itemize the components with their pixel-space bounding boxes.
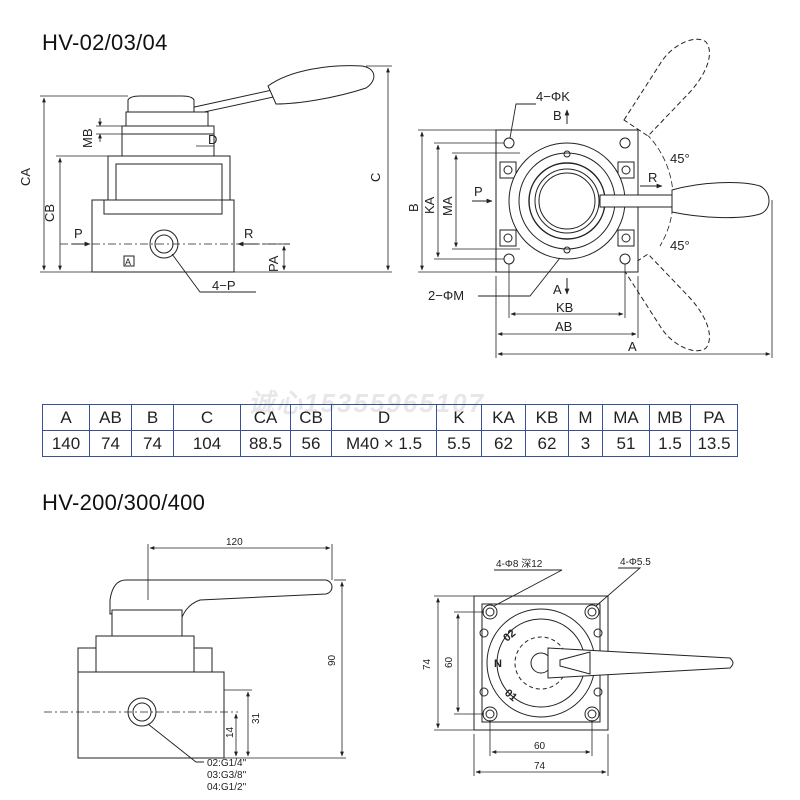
hole-callout: 4−ΦK [536,89,570,104]
header-D: D [331,404,437,431]
port-P-label-plan: P [474,184,483,199]
header-KB: KB [525,404,569,431]
top-plan-view-labels: 4−ΦK B 45° 45° P R B KA MA 2−ΦM A KB AB … [406,89,690,354]
spec-table-header-row: A AB B C CA CB D K KA KB M MA MB PA [42,404,738,431]
port-A-mark: A [125,257,131,267]
header-C: C [173,404,241,431]
dim-CA: CA [18,168,33,186]
bottom-plan-view [434,567,734,776]
header-MA: MA [602,404,650,431]
thread-callout: 2−ΦM [428,288,464,303]
spec-table: A AB B C CA CB D K KA KB M MA MB PA 140 … [42,404,738,457]
bottom-section-title: HV-200/300/400 [42,490,206,515]
header-MB: MB [649,404,691,431]
value-C: 104 [173,430,241,457]
dim-PA: PA [266,255,281,272]
port-B-label-top: B [553,108,562,123]
value-CB: 56 [290,430,332,457]
dim-14: 14 [225,726,236,738]
bottom-side-view-labels: 120 90 31 14 02:G1/4" 03:G3/8" 04:G1/2" [207,537,338,793]
dim-A: A [628,339,637,354]
header-CB: CB [290,404,332,431]
top-side-view-labels: CA CB MB D C P R PA A 4−P [18,129,383,294]
dim-KA: KA [422,196,437,214]
dim-60-vertical: 60 [444,656,455,668]
value-K: 5.5 [436,430,482,457]
hole-callout-left: 4-Φ8 深12 [496,558,543,570]
value-D: M40 × 1.5 [331,430,437,457]
port-P-label: P [74,226,83,241]
port-size-03: 03:G3/8" [207,770,247,781]
top-side-view [40,65,392,293]
dim-60-horizontal: 60 [534,741,546,752]
header-CA: CA [240,404,291,431]
port-callout: 4−P [212,278,236,293]
hole-callout-right: 4-Φ5.5 [620,557,651,568]
header-KA: KA [481,404,526,431]
header-PA: PA [690,404,738,431]
port-A-label-bottom: A [553,282,562,297]
value-KB: 62 [525,430,569,457]
dim-B: B [406,203,421,212]
value-A: 140 [42,430,90,457]
angle-top-label: 45° [670,151,690,166]
header-AB: AB [89,404,132,431]
dim-74-vertical: 74 [422,658,433,670]
value-MB: 1.5 [649,430,691,457]
bottom-side-view [44,544,346,763]
dim-74-horizontal: 74 [534,761,546,772]
header-B: B [131,404,174,431]
dim-AB: AB [555,319,572,334]
header-M: M [568,404,603,431]
dim-D: D [208,132,217,147]
value-M: 3 [568,430,603,457]
header-A: A [42,404,90,431]
top-plan-view [418,38,773,358]
port-size-02: 02:G1/4" [207,758,247,769]
dim-KB: KB [556,300,573,315]
top-section-title: HV-02/03/04 [42,30,168,55]
port-R-label-plan: R [648,170,657,185]
value-CA: 88.5 [240,430,291,457]
angle-bottom-label: 45° [670,238,690,253]
value-KA: 62 [481,430,526,457]
value-B: 74 [131,430,174,457]
dim-width-120: 120 [226,537,243,548]
dim-CB: CB [42,204,57,222]
dim-MA: MA [440,196,455,216]
value-AB: 74 [89,430,132,457]
dim-C: C [368,173,383,182]
value-PA: 13.5 [690,430,738,457]
port-size-04: 04:G1/2" [207,782,247,793]
value-MA: 51 [602,430,650,457]
dim-height-90: 90 [327,654,338,666]
spec-table-value-row: 140 74 74 104 88.5 56 M40 × 1.5 5.5 62 6… [42,430,738,457]
header-K: K [436,404,482,431]
mark-N: N [494,658,502,670]
dim-31: 31 [251,712,262,724]
dim-MB: MB [80,129,95,149]
port-R-label: R [244,226,253,241]
